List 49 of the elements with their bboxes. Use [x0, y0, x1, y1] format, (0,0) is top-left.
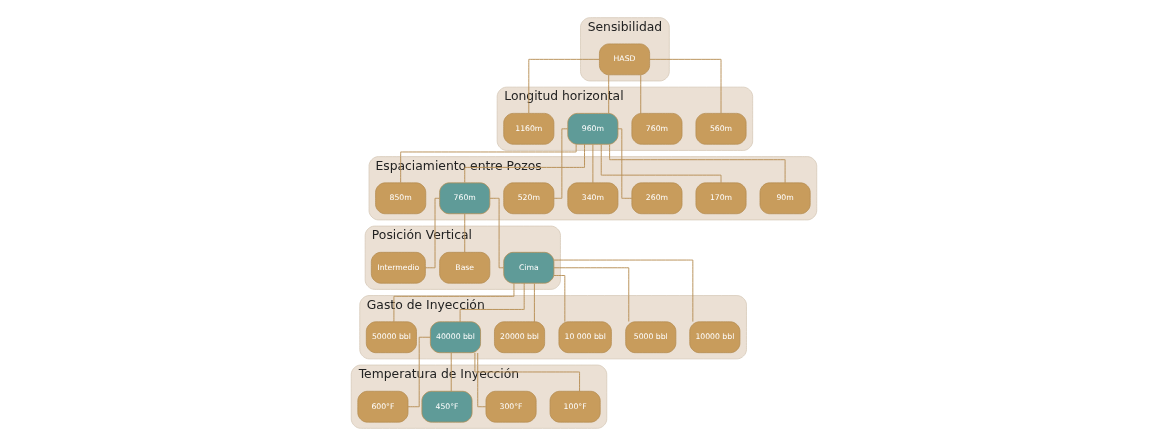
connector: [400, 143, 577, 184]
node-box: 40000 bbl: [430, 321, 481, 354]
node-box: 300°F: [485, 390, 537, 423]
connector: [600, 144, 722, 184]
connector: [609, 144, 786, 184]
node-box: 450°F: [421, 390, 473, 423]
connector: [553, 259, 694, 323]
connector: [533, 283, 535, 323]
connector: [649, 58, 722, 114]
node-box: 600°F: [357, 390, 409, 423]
node-box: 520m: [503, 182, 555, 215]
connector: [474, 352, 581, 392]
connector: [489, 197, 504, 269]
connector: [464, 213, 466, 253]
connector: [592, 144, 594, 184]
connector: [393, 282, 515, 323]
node-box: 960m: [567, 113, 619, 145]
node-box: 90m: [759, 182, 811, 215]
connector: [424, 197, 440, 269]
connector: [553, 275, 566, 323]
node-box: 100°F: [549, 390, 601, 423]
node-box: 170m: [695, 182, 747, 215]
connector: [459, 282, 525, 323]
node-box: 340m: [567, 182, 619, 215]
node-box: 20000 bbl: [494, 321, 545, 354]
node-box: 10000 bbl: [689, 321, 741, 354]
connector: [450, 352, 452, 392]
connector: [528, 58, 600, 114]
node-box: 850m: [375, 182, 427, 215]
node-box: 1160m: [503, 113, 555, 145]
node-box: 760m: [631, 113, 683, 145]
node-box: 10 000 bbl: [558, 321, 612, 354]
connector: [464, 143, 585, 183]
connector: [477, 352, 487, 408]
connector: [553, 267, 630, 322]
connector: [617, 128, 633, 199]
node-box: Intermedio: [370, 251, 426, 284]
node-box: 50000 bbl: [365, 321, 417, 354]
node-box: 760m: [439, 182, 491, 215]
node-box: Cima: [503, 251, 555, 284]
node-box: HASD: [599, 43, 650, 76]
node-box: 260m: [631, 182, 683, 215]
node-box: 5000 bbl: [625, 321, 677, 354]
node-box: 560m: [695, 113, 747, 145]
connector: [608, 74, 610, 114]
node-box: Base: [439, 251, 491, 284]
connector: [553, 128, 569, 199]
connector: [640, 74, 642, 114]
connector: [407, 336, 431, 408]
